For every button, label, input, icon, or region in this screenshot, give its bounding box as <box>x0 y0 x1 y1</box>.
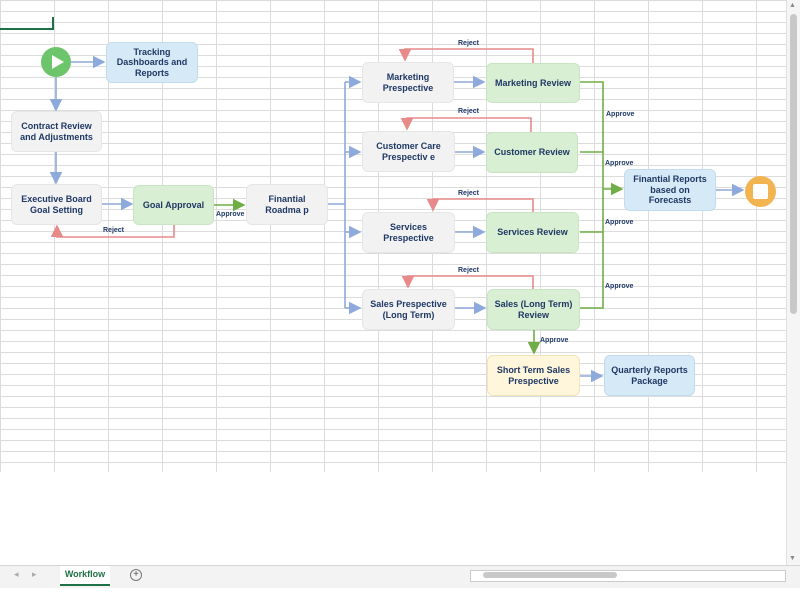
edge-label-approve: Approve <box>540 337 569 344</box>
edge-label-approve: Approve <box>605 283 634 290</box>
edge-approve-bus <box>580 81 622 309</box>
vertical-scrollbar[interactable]: ▲ ▼ <box>786 0 800 565</box>
horizontal-scroll-thumb[interactable] <box>483 572 617 578</box>
edge-label-approve: Approve <box>605 160 634 167</box>
node-finantial-reports[interactable]: Finantial Reports based on Forecasts <box>624 169 716 211</box>
edge-reject-customer <box>400 117 532 132</box>
connector-layer <box>49 48 745 383</box>
start-node[interactable] <box>41 47 71 77</box>
node-sales-long-term-prespective[interactable]: Sales Prespective (Long Term) <box>362 289 455 330</box>
node-contract-review[interactable]: Contract Review and Adjustments <box>11 111 102 152</box>
node-marketing-prespective[interactable]: Marketing Prespective <box>362 62 454 103</box>
vertical-scroll-thumb[interactable] <box>790 14 797 314</box>
node-quarterly-reports[interactable]: Quarterly Reports Package <box>604 355 695 396</box>
node-executive-board[interactable]: Executive Board Goal Setting <box>11 184 102 225</box>
edge-reject-marketing <box>398 48 534 63</box>
node-customer-review[interactable]: Customer Review <box>486 132 578 173</box>
add-sheet-icon[interactable]: + <box>130 569 142 581</box>
node-tracking-dashboards[interactable]: Tracking Dashboards and Reports <box>106 42 198 83</box>
node-services-prespective[interactable]: Services Prespective <box>362 212 455 253</box>
node-finantial-roadmap[interactable]: Finantial Roadma p <box>246 184 328 225</box>
spreadsheet-grid[interactable]: Tracking Dashboards and Reports Contract… <box>0 0 786 565</box>
edge-label-approve: Approve <box>216 211 245 218</box>
scroll-up-icon[interactable]: ▲ <box>789 2 796 9</box>
edge-reject-sales <box>401 275 534 289</box>
edge-label-reject: Reject <box>103 227 125 234</box>
window-bottom-edge <box>0 588 800 601</box>
next-sheet-icon[interactable]: ▸ <box>32 569 37 579</box>
edge-label-reject: Reject <box>458 40 480 47</box>
stop-icon <box>753 184 768 199</box>
node-short-term-sales[interactable]: Short Term Sales Prespective <box>487 355 580 396</box>
scroll-down-icon[interactable]: ▼ <box>789 555 796 562</box>
node-customer-care-prespective[interactable]: Customer Care Prespectiv e <box>362 131 455 172</box>
edge-label-approve: Approve <box>605 219 634 226</box>
edge-label-reject: Reject <box>458 108 480 115</box>
edge-label-approve: Approve <box>606 111 635 118</box>
active-cell[interactable] <box>0 17 54 30</box>
edge-reject-services <box>426 198 534 212</box>
node-marketing-review[interactable]: Marketing Review <box>486 63 580 103</box>
node-goal-approval[interactable]: Goal Approval <box>133 185 214 225</box>
edge-roadmap-branch <box>328 82 346 308</box>
edge-label-reject: Reject <box>458 267 480 274</box>
edge-label-reject: Reject <box>458 190 480 197</box>
tab-workflow[interactable]: Workflow <box>60 566 110 586</box>
sheet-tab-bar: ◂ ▸ Workflow + <box>0 565 800 588</box>
end-node[interactable] <box>745 176 776 207</box>
horizontal-scrollbar[interactable] <box>470 570 786 582</box>
node-services-review[interactable]: Services Review <box>486 212 579 253</box>
edge-reject-goal <box>50 224 175 238</box>
prev-sheet-icon[interactable]: ◂ <box>14 569 19 579</box>
play-icon <box>52 55 64 69</box>
empty-sheet-area <box>0 472 786 565</box>
node-sales-long-term-review[interactable]: Sales (Long Term) Review <box>487 289 580 330</box>
